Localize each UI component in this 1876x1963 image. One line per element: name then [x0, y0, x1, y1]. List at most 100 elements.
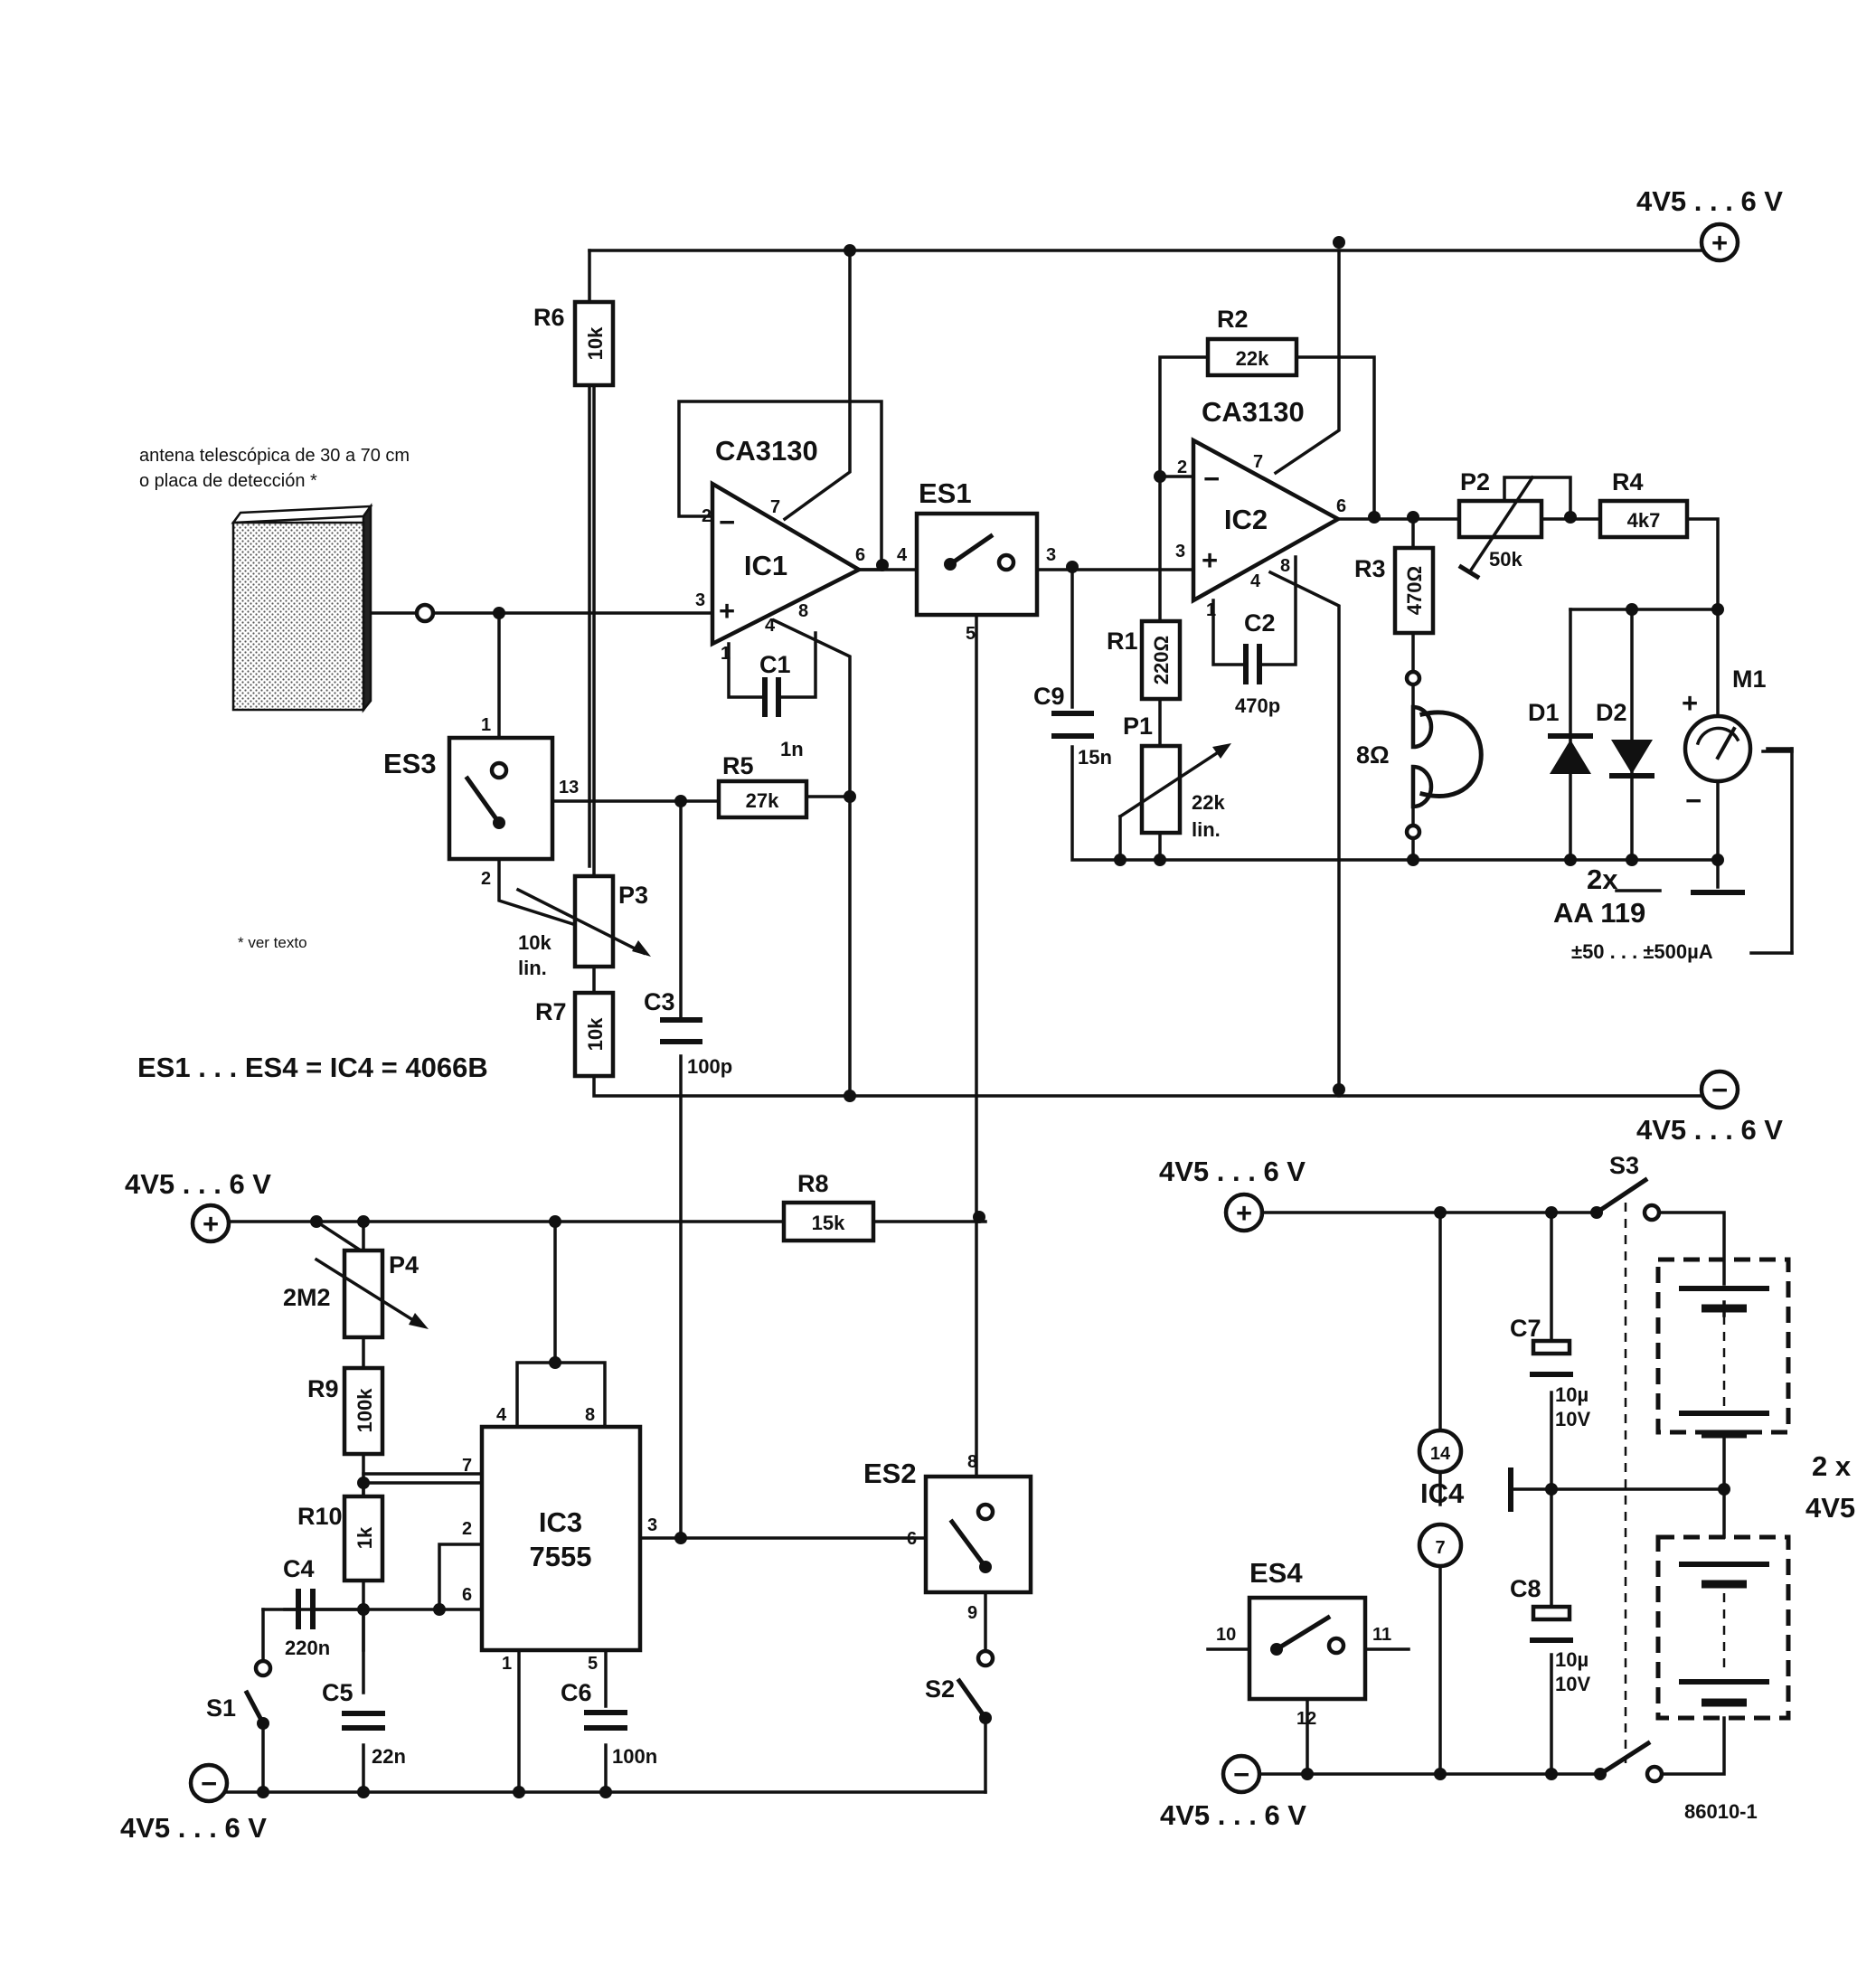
svg-text:−: −	[1203, 463, 1220, 495]
svg-text:7555: 7555	[530, 1541, 592, 1572]
svg-text:IC1: IC1	[744, 550, 787, 581]
diode-type-label: AA 119	[1553, 897, 1645, 929]
svg-text:2: 2	[481, 869, 491, 889]
resistor-r3: 470Ω R3	[1354, 545, 1436, 636]
svg-text:4: 4	[765, 616, 776, 636]
svg-text:7: 7	[1435, 1538, 1445, 1558]
svg-text:4: 4	[496, 1405, 507, 1425]
svg-text:C6: C6	[561, 1679, 592, 1706]
es1-switch: ES1 4 3 5	[897, 477, 1056, 644]
diode-type-count: 2x	[1587, 864, 1618, 895]
svg-text:lin.: lin.	[1192, 818, 1221, 841]
supply-terminal-mid-minus: −	[1699, 1069, 1740, 1110]
svg-text:10µ: 10µ	[1555, 1648, 1588, 1671]
battery-lower	[1655, 1534, 1791, 1721]
svg-text:R3: R3	[1354, 555, 1386, 582]
svg-text:−: −	[201, 1768, 217, 1799]
meter-m1: + − M1	[1682, 665, 1767, 895]
svg-text:10k: 10k	[584, 1017, 607, 1051]
resistor-r7: 10k R7	[535, 990, 616, 1079]
battery-upper	[1655, 1257, 1791, 1439]
svg-text:220Ω: 220Ω	[1150, 636, 1173, 684]
resistor-r1: 220Ω R1	[1107, 618, 1183, 702]
svg-text:100n: 100n	[612, 1745, 657, 1768]
resistor-r4: 4k7 R4	[1598, 468, 1690, 540]
potentiometer-p1: P1 22k lin.	[1117, 713, 1231, 841]
svg-text:6: 6	[855, 545, 865, 565]
supply-terminal-top-plus: +	[1699, 222, 1740, 263]
svg-text:220n: 220n	[285, 1637, 330, 1659]
capacitor-c2: C2 470p	[1235, 609, 1280, 717]
footnote: * ver texto	[238, 934, 307, 951]
svg-text:P2: P2	[1460, 468, 1490, 495]
junction-dots	[257, 236, 1730, 1798]
svg-text:4k7: 4k7	[1627, 509, 1661, 532]
supply-terminal-psu-minus: −	[1221, 1753, 1262, 1795]
svg-text:−: −	[719, 506, 735, 538]
svg-text:C2: C2	[1244, 609, 1276, 637]
svg-text:1: 1	[1206, 600, 1216, 620]
antenna-note-line2: o placa de detección *	[139, 471, 317, 491]
svg-text:1k: 1k	[354, 1526, 376, 1549]
svg-text:C9: C9	[1033, 683, 1065, 710]
svg-text:C1: C1	[759, 651, 791, 678]
svg-text:+: +	[719, 595, 735, 627]
svg-text:10k: 10k	[518, 931, 551, 954]
svg-text:7: 7	[1253, 452, 1263, 472]
svg-text:10V: 10V	[1555, 1408, 1590, 1430]
svg-text:R7: R7	[535, 998, 567, 1025]
svg-text:100p: 100p	[687, 1055, 732, 1078]
supply-label-psu-bottom: 4V5 . . . 6 V	[1160, 1799, 1306, 1831]
svg-text:IC2: IC2	[1224, 504, 1268, 535]
supply-label-psu-top: 4V5 . . . 6 V	[1159, 1156, 1306, 1187]
svg-text:−: −	[1233, 1759, 1249, 1790]
resistor-r9: 100k R9	[307, 1365, 385, 1457]
svg-text:12: 12	[1296, 1709, 1316, 1729]
supply-label-mid: 4V5 . . . 6 V	[1636, 1114, 1783, 1146]
svg-text:1: 1	[502, 1654, 512, 1674]
svg-text:3: 3	[1175, 542, 1185, 562]
svg-text:8: 8	[798, 601, 808, 621]
potentiometer-p2: P2 50k	[1456, 468, 1544, 580]
svg-text:10V: 10V	[1555, 1673, 1590, 1695]
diode-d1: D1	[1528, 699, 1593, 774]
svg-text:R9: R9	[307, 1375, 339, 1402]
svg-text:15k: 15k	[812, 1212, 845, 1234]
svg-text:15n: 15n	[1078, 746, 1112, 769]
svg-text:2: 2	[1177, 458, 1187, 477]
svg-text:8Ω: 8Ω	[1356, 741, 1390, 769]
antenna-note-line1: antena telescópica de 30 a 70 cm	[139, 446, 410, 466]
svg-text:ES3: ES3	[383, 748, 437, 779]
svg-text:22k: 22k	[1236, 347, 1269, 370]
svg-text:P1: P1	[1123, 713, 1153, 740]
svg-text:IC4: IC4	[1420, 1477, 1465, 1509]
supply-label-left-bottom: 4V5 . . . 6 V	[120, 1812, 267, 1844]
svg-text:M1: M1	[1732, 665, 1767, 693]
svg-text:5: 5	[588, 1654, 598, 1674]
svg-text:3: 3	[695, 590, 705, 610]
switch-s2: S2	[925, 1648, 995, 1724]
svg-text:P3: P3	[618, 882, 648, 909]
svg-text:R10: R10	[297, 1503, 343, 1530]
capacitor-c8: C8 10µ 10V	[1510, 1575, 1590, 1695]
svg-text:D2: D2	[1596, 699, 1627, 726]
figure-code: 86010-1	[1684, 1800, 1758, 1823]
es4-switch: ES4 10 11 12	[1216, 1557, 1391, 1729]
potentiometer-p3: P3 10k lin.	[515, 873, 651, 979]
svg-text:50k: 50k	[1489, 548, 1522, 571]
supply-label-left-top: 4V5 . . . 6 V	[125, 1168, 271, 1200]
svg-text:CA3130: CA3130	[1202, 396, 1305, 428]
svg-text:+: +	[203, 1208, 219, 1240]
svg-text:S3: S3	[1609, 1152, 1639, 1179]
speaker-8ohm: 8Ω	[1356, 669, 1484, 841]
svg-text:470Ω: 470Ω	[1403, 566, 1426, 615]
svg-text:3: 3	[647, 1515, 657, 1535]
switch-s3: S3	[1590, 1152, 1662, 1222]
capacitor-c3: C3 100p	[644, 988, 732, 1078]
supply-terminal-psu-plus: +	[1223, 1192, 1265, 1233]
diode-d2: D2	[1596, 699, 1654, 779]
svg-text:1: 1	[721, 644, 731, 664]
svg-text:5: 5	[966, 624, 976, 644]
capacitor-c9: C9 15n	[1033, 683, 1112, 769]
svg-text:7: 7	[770, 497, 780, 517]
